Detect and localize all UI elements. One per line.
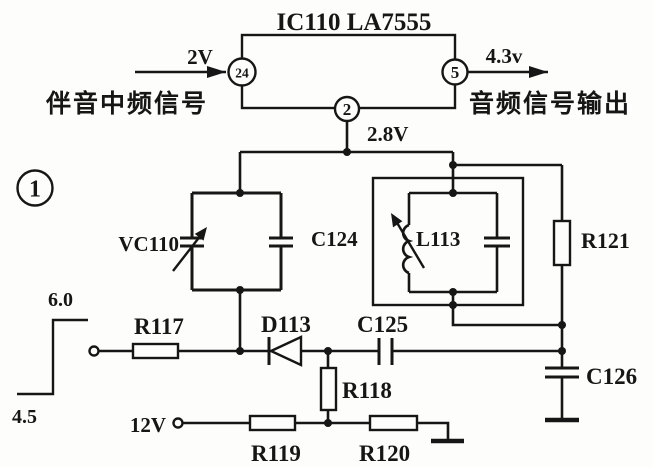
- r118-label: R118: [342, 378, 392, 403]
- wave-low-label: 4.5: [12, 406, 37, 428]
- vc110-varcap-symbol: [172, 227, 207, 272]
- c125-label: C125: [357, 312, 408, 337]
- pin-2-circle: [333, 95, 361, 123]
- output-arrowhead: [529, 66, 548, 78]
- pin-5-number: 5: [451, 63, 460, 82]
- c124-capacitor-symbol: [269, 236, 293, 248]
- r119-label: R119: [251, 441, 301, 466]
- r120-resistor: [368, 414, 419, 432]
- l113-coil-symbol: [391, 213, 426, 275]
- r118-resistor: [319, 366, 338, 412]
- pin-24-circle: [227, 57, 257, 87]
- pin-2-number: 2: [343, 100, 352, 119]
- figure-number: 1: [29, 177, 41, 203]
- r117-label: R117: [134, 314, 184, 339]
- output-signal-label: 音频信号输出: [469, 89, 631, 118]
- l113-capacitor-symbol: [484, 236, 510, 248]
- r120-label: R120: [359, 441, 410, 466]
- shield-outline: [371, 176, 525, 307]
- supply-voltage-label: 12V: [130, 413, 166, 437]
- r121-label: R121: [581, 228, 630, 253]
- input-arrowhead: [207, 66, 226, 78]
- figure-badge: 1: [16, 169, 54, 207]
- vc110-label: VC110: [118, 232, 179, 256]
- pin-5-circle: [441, 58, 469, 86]
- input-signal-label: 伴音中频信号: [45, 89, 208, 118]
- input-terminal: [88, 345, 100, 357]
- r117-resistor: [131, 342, 180, 360]
- supply-terminal: [172, 417, 184, 429]
- r119-resistor: [248, 414, 297, 432]
- pin-24-number: 24: [235, 66, 249, 81]
- input-voltage-label: 2V: [187, 45, 213, 69]
- d113-label: D113: [261, 312, 311, 337]
- d113-diode-symbol: [267, 335, 303, 367]
- c126-label: C126: [586, 364, 637, 389]
- r121-resistor: [552, 219, 572, 267]
- pin2-voltage-label: 2.8V: [367, 122, 408, 146]
- step-waveform: [17, 318, 88, 396]
- c125-capacitor-symbol: [377, 338, 394, 365]
- output-voltage-label: 4.3v: [486, 44, 523, 68]
- c126-capacitor-symbol: [545, 366, 579, 379]
- ic-title: IC110 LA7555: [277, 9, 432, 36]
- l113-label: L113: [416, 227, 460, 251]
- vc110-c124-loop: [172, 191, 293, 292]
- c124-label: C124: [311, 227, 358, 251]
- junction-dots: [236, 148, 566, 427]
- ic110-block: IC110 LA7555 24 5 2: [227, 9, 469, 123]
- wave-high-label: 6.0: [48, 289, 73, 311]
